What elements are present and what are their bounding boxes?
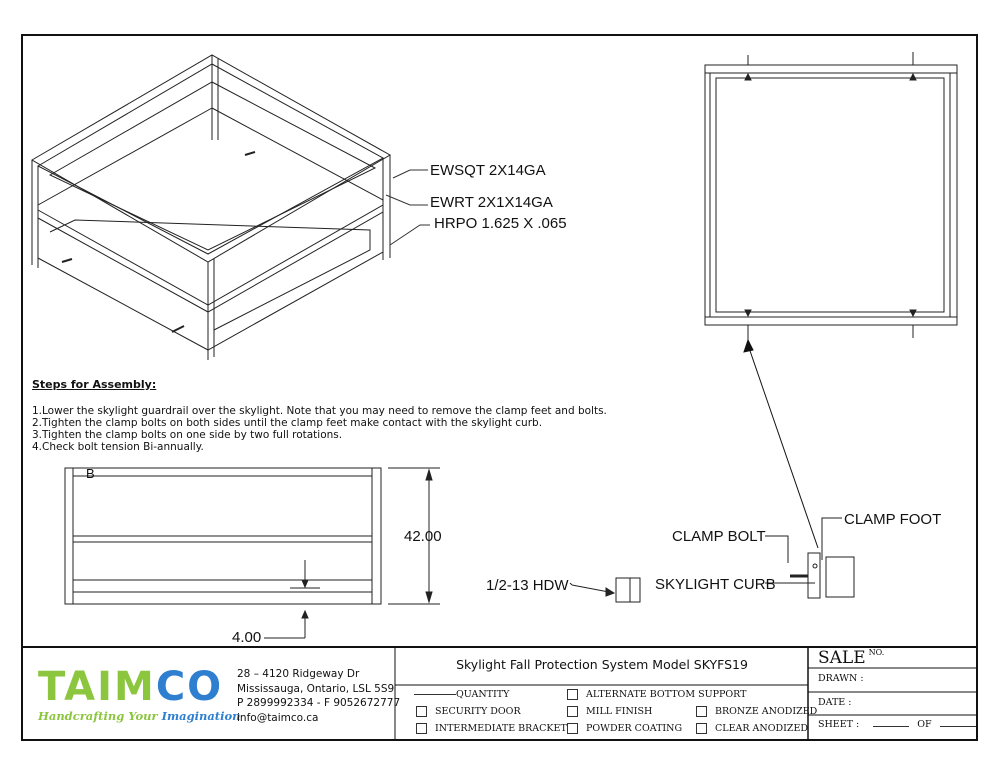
hdw-label: 1/2-13 HDW xyxy=(486,577,569,594)
section-label: B xyxy=(86,466,95,481)
company-address: 28 – 4120 Ridgeway Dr Mississauga, Ontar… xyxy=(237,667,400,725)
option-powder-coating[interactable]: POWDER COATING xyxy=(567,723,682,734)
phone-fax: P 2899992334 - F 9052672777 xyxy=(237,697,401,709)
option-mill-finish[interactable]: MILL FINISH xyxy=(567,706,652,717)
option-label: BRONZE ANODIZED xyxy=(715,706,818,717)
option-bronze-anodized[interactable]: BRONZE ANODIZED xyxy=(696,706,817,717)
sale-no-field[interactable]: SALE NO. xyxy=(818,648,884,668)
drawn-field[interactable]: DRAWN : xyxy=(818,673,864,684)
front-view xyxy=(64,467,440,639)
checkbox[interactable] xyxy=(696,723,707,734)
width-dimension: 4.00 xyxy=(232,629,261,646)
option-label: MILL FINISH xyxy=(586,706,653,717)
drawing-title: Skylight Fall Protection System Model SK… xyxy=(456,657,748,672)
ewrt-label: EWRT 2X1X14GA xyxy=(430,194,553,211)
hardware-detail xyxy=(569,577,641,603)
address-line: Mississauga, Ontario, LSL 5S9 xyxy=(237,682,395,695)
quantity-label: QUANTITY xyxy=(456,689,510,700)
checkbox[interactable] xyxy=(696,706,707,717)
checkbox[interactable] xyxy=(416,723,427,734)
checkbox[interactable] xyxy=(416,706,427,717)
top-view xyxy=(704,52,958,340)
address-line: 28 – 4120 Ridgeway Dr xyxy=(237,668,360,680)
option-label: CLEAR ANODIZED xyxy=(715,723,809,734)
assembly-steps: Steps for Assembly: 1.Lower the skylight… xyxy=(32,378,607,454)
company-logo: TAIMCO Handcrafting Your Imagination xyxy=(38,667,241,723)
step-item: 1.Lower the skylight guardrail over the … xyxy=(32,405,607,417)
quantity-field[interactable]: QUANTITY xyxy=(414,689,509,700)
logo-text: TAIM xyxy=(38,664,156,710)
step-item: 4.Check bolt tension Bi-annually. xyxy=(32,441,204,453)
sheet-field[interactable]: SHEET : OF xyxy=(818,719,976,730)
option-clear-anodized[interactable]: CLEAR ANODIZED xyxy=(696,723,808,734)
option-label: ALTERNATE BOTTOM SUPPORT xyxy=(586,689,747,700)
clamp-foot-label: CLAMP FOOT xyxy=(844,511,941,528)
of-label: OF xyxy=(917,719,932,730)
logo-text: CO xyxy=(155,664,224,710)
clamp-bolt-label: CLAMP BOLT xyxy=(672,528,766,545)
steps-heading: Steps for Assembly: xyxy=(32,378,157,391)
sheet-label: SHEET : xyxy=(818,719,860,730)
date-field[interactable]: DATE : xyxy=(818,697,852,708)
email: info@taimco.ca xyxy=(237,711,319,724)
skylight-curb-label: SKYLIGHT CURB xyxy=(655,576,776,593)
sale-no-label: NO. xyxy=(868,648,885,657)
tagline: Handcrafting Your xyxy=(38,709,162,723)
hrpo-label: HRPO 1.625 X .065 xyxy=(434,215,567,232)
option-alternate-bottom-support[interactable]: ALTERNATE BOTTOM SUPPORT xyxy=(567,689,747,700)
height-dimension: 42.00 xyxy=(404,528,442,545)
clamp-detail xyxy=(765,517,855,599)
option-label: INTERMEDIATE BRACKET xyxy=(435,723,567,734)
option-security-door[interactable]: SECURITY DOOR xyxy=(416,706,521,717)
checkbox[interactable] xyxy=(567,689,578,700)
sheet-border xyxy=(21,34,978,741)
checkbox[interactable] xyxy=(567,706,578,717)
sale-label: SALE xyxy=(818,648,866,668)
ewsqt-label: EWSQT 2X14GA xyxy=(430,162,546,179)
step-item: 3.Tighten the clamp bolts on one side by… xyxy=(32,429,343,441)
checkbox[interactable] xyxy=(567,723,578,734)
detail-arrow xyxy=(743,338,819,549)
option-label: POWDER COATING xyxy=(586,723,683,734)
tagline: Imagination xyxy=(161,709,241,723)
step-item: 2.Tighten the clamp bolts on both sides … xyxy=(32,417,543,429)
option-label: SECURITY DOOR xyxy=(435,706,521,717)
leader-lines xyxy=(385,169,430,246)
isometric-view xyxy=(31,54,392,360)
option-intermediate-bracket[interactable]: INTERMEDIATE BRACKET xyxy=(416,723,567,734)
